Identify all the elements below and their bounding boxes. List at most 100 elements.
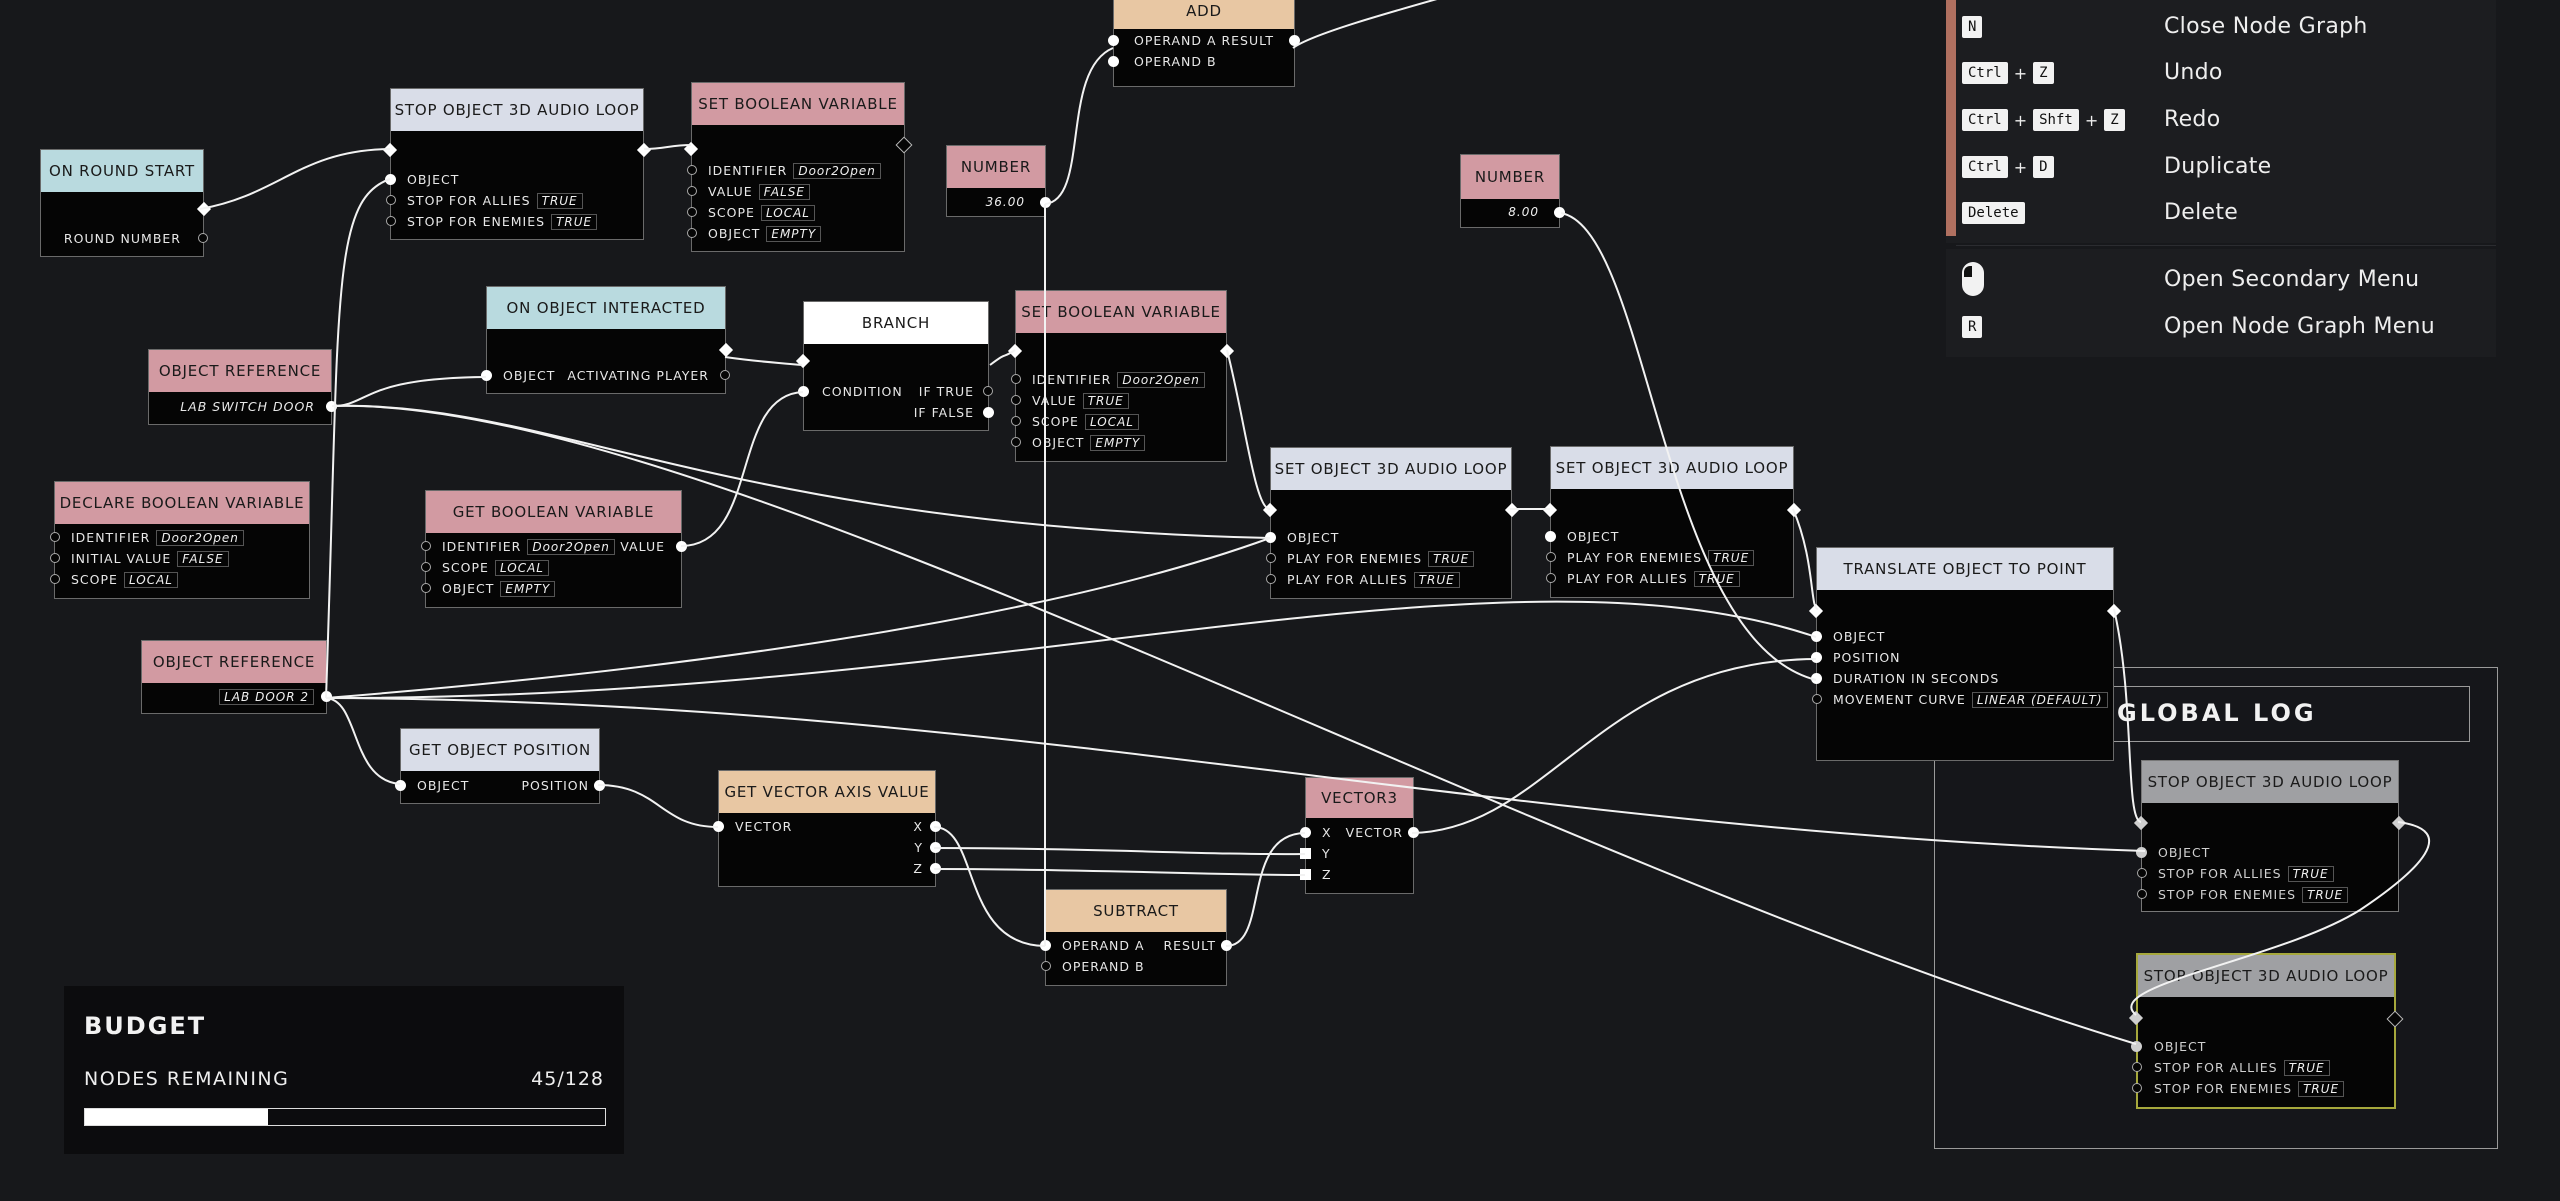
- exec-input-pin[interactable]: [1262, 502, 1278, 518]
- input-pin[interactable]: [1108, 56, 1119, 67]
- pin-value[interactable]: TRUE: [1428, 551, 1475, 567]
- input-pin[interactable]: [50, 574, 60, 584]
- output-pin[interactable]: [720, 370, 730, 380]
- number-value[interactable]: 36.00: [985, 195, 1025, 209]
- input-pin[interactable]: [1545, 531, 1556, 542]
- input-pin[interactable]: [1011, 437, 1021, 447]
- input-pin[interactable]: [687, 186, 697, 196]
- output-pin[interactable]: [594, 780, 605, 791]
- node-on-round-start[interactable]: ON ROUND START ROUND NUMBER: [40, 149, 212, 257]
- node-number[interactable]: NUMBER 36.00: [946, 145, 1051, 217]
- node-stop-object-3d-audio-loop[interactable]: STOP OBJECT 3D AUDIO LOOP OBJECT STOP FO…: [2133, 760, 2407, 912]
- node-header[interactable]: SET BOOLEAN VARIABLE: [692, 83, 904, 125]
- input-pin[interactable]: [2131, 1041, 2142, 1052]
- node-header[interactable]: SET OBJECT 3D AUDIO LOOP: [1551, 447, 1793, 489]
- node-object-reference[interactable]: OBJECT REFERENCE LAB DOOR 2: [141, 640, 332, 714]
- output-pin[interactable]: [1408, 827, 1419, 838]
- input-pin[interactable]: [1811, 652, 1822, 663]
- shortcut-node-menu-label[interactable]: Open Node Graph Menu: [2164, 314, 2436, 339]
- output-pin[interactable]: [930, 821, 941, 832]
- input-pin[interactable]: [1811, 673, 1822, 684]
- input-pin[interactable]: [481, 370, 492, 381]
- object-value[interactable]: LAB SWITCH DOOR: [180, 399, 315, 414]
- shortcut-undo-label[interactable]: Undo: [2164, 60, 2223, 85]
- node-set-object-3d-audio-loop[interactable]: SET OBJECT 3D AUDIO LOOP OBJECT PLAY FOR…: [1262, 447, 1520, 599]
- exec-input-pin[interactable]: [1542, 502, 1558, 518]
- input-pin[interactable]: [421, 562, 431, 572]
- pin-value[interactable]: TRUE: [1413, 572, 1460, 588]
- input-pin[interactable]: [687, 207, 697, 217]
- input-pin[interactable]: [2132, 1083, 2142, 1093]
- input-pin[interactable]: [1108, 35, 1119, 46]
- pin-value[interactable]: LOCAL: [1084, 414, 1139, 430]
- node-header[interactable]: OBJECT REFERENCE: [142, 641, 326, 683]
- node-header[interactable]: SUBTRACT: [1046, 890, 1226, 932]
- node-header[interactable]: ADD: [1114, 0, 1294, 29]
- shortcut-duplicate-label[interactable]: Duplicate: [2164, 154, 2272, 179]
- input-pin[interactable]: [687, 165, 697, 175]
- input-pin[interactable]: [1300, 869, 1311, 880]
- output-pin[interactable]: [983, 407, 994, 418]
- exec-output-pin[interactable]: [2106, 603, 2122, 619]
- input-pin[interactable]: [1265, 532, 1276, 543]
- pin-value[interactable]: TRUE: [2298, 1081, 2345, 1097]
- input-pin[interactable]: [687, 228, 697, 238]
- exec-output-pin[interactable]: [196, 201, 212, 217]
- pin-value[interactable]: TRUE: [1693, 571, 1740, 587]
- node-number[interactable]: NUMBER 8.00: [1460, 154, 1565, 228]
- output-pin[interactable]: [1040, 197, 1051, 208]
- node-header[interactable]: OBJECT REFERENCE: [149, 350, 331, 392]
- input-pin[interactable]: [50, 553, 60, 563]
- input-pin[interactable]: [421, 583, 431, 593]
- shortcut-delete-label[interactable]: Delete: [2164, 200, 2239, 225]
- pin-value[interactable]: TRUE: [1708, 550, 1755, 566]
- input-pin[interactable]: [1011, 374, 1021, 384]
- node-header[interactable]: STOP OBJECT 3D AUDIO LOOP: [2138, 955, 2394, 997]
- shortcut-redo-label[interactable]: Redo: [2164, 107, 2221, 132]
- input-pin[interactable]: [1300, 848, 1311, 859]
- input-pin[interactable]: [2137, 868, 2147, 878]
- pin-value[interactable]: FALSE: [177, 551, 229, 567]
- pin-value[interactable]: LOCAL: [123, 572, 178, 588]
- node-header[interactable]: NUMBER: [1461, 155, 1559, 199]
- node-header[interactable]: STOP OBJECT 3D AUDIO LOOP: [2142, 761, 2398, 803]
- input-pin[interactable]: [1300, 827, 1311, 838]
- pin-value[interactable]: Door2Open: [527, 539, 615, 555]
- pin-value[interactable]: FALSE: [758, 184, 810, 200]
- input-pin[interactable]: [2132, 1062, 2142, 1072]
- node-header[interactable]: ON ROUND START: [41, 150, 203, 192]
- pin-value[interactable]: TRUE: [2287, 866, 2334, 882]
- node-header[interactable]: VECTOR3: [1306, 778, 1413, 818]
- pin-value[interactable]: TRUE: [551, 214, 598, 230]
- number-value[interactable]: 8.00: [1508, 205, 1539, 219]
- output-pin[interactable]: [1289, 35, 1300, 46]
- input-pin[interactable]: [1811, 631, 1822, 642]
- input-pin[interactable]: [1040, 940, 1051, 951]
- input-pin[interactable]: [385, 174, 396, 185]
- node-header[interactable]: GET BOOLEAN VARIABLE: [426, 491, 681, 533]
- node-header[interactable]: BRANCH: [804, 302, 988, 344]
- output-pin[interactable]: [321, 691, 332, 702]
- node-stop-object-3d-audio-loop-selected[interactable]: STOP OBJECT 3D AUDIO LOOP OBJECT STOP FO…: [2128, 953, 2404, 1109]
- pin-value[interactable]: TRUE: [1082, 393, 1129, 409]
- node-header[interactable]: GET VECTOR AXIS VALUE: [719, 771, 935, 813]
- exec-output-pin[interactable]: [1219, 343, 1235, 359]
- output-pin[interactable]: [326, 401, 337, 412]
- input-pin[interactable]: [1266, 574, 1276, 584]
- exec-input-pin[interactable]: [795, 353, 811, 369]
- pin-value[interactable]: TRUE: [2283, 1060, 2330, 1076]
- input-pin[interactable]: [1266, 553, 1276, 563]
- pin-value[interactable]: EMPTY: [1090, 435, 1146, 451]
- node-translate-object-to-point[interactable]: TRANSLATE OBJECT TO POINT OBJECT POSITIO…: [1808, 547, 2122, 761]
- node-object-reference[interactable]: OBJECT REFERENCE LAB SWITCH DOOR: [148, 349, 337, 425]
